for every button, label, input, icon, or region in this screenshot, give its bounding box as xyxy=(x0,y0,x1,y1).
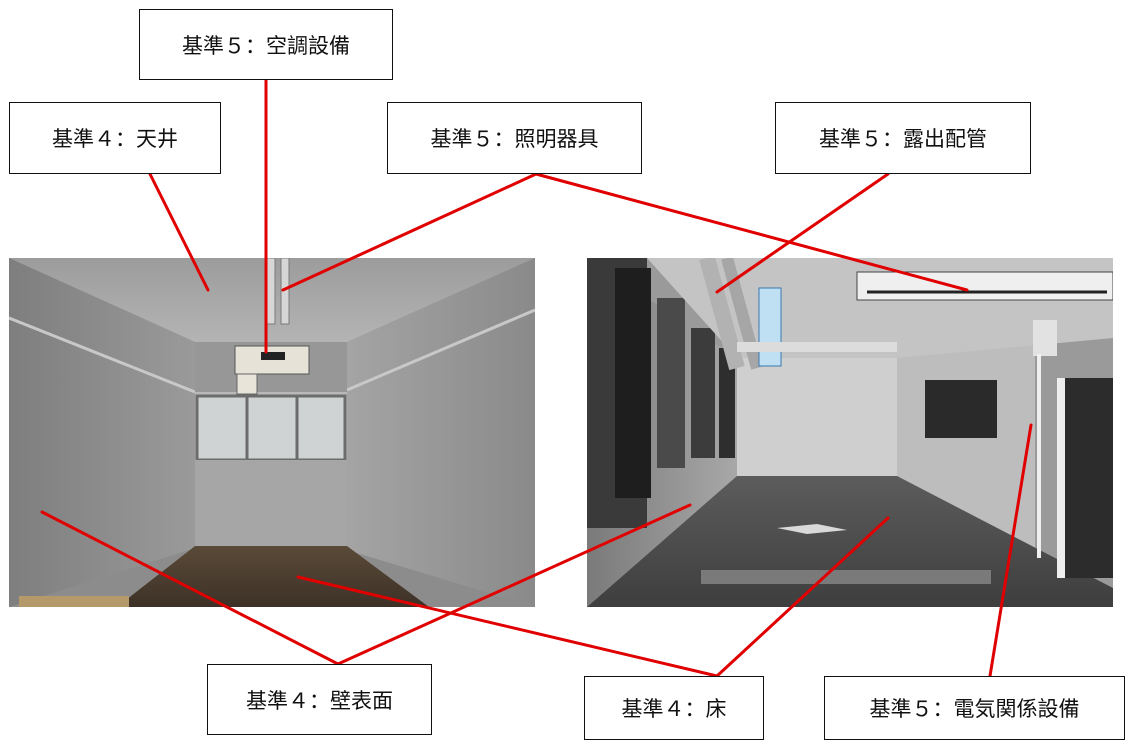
leader-lighting-right xyxy=(534,172,969,292)
leader-electrical xyxy=(988,423,1033,678)
leader-ceiling xyxy=(148,172,210,292)
label-ac-equipment: 基準５：空調設備 xyxy=(139,9,393,80)
leader-wall-right xyxy=(336,503,692,666)
right-room-photo xyxy=(587,258,1113,607)
leader-floor-right xyxy=(715,516,890,678)
leader-exposed-piping xyxy=(715,172,890,294)
label-floor: 基準４：床 xyxy=(584,676,764,740)
label-exposed-piping: 基準５：露出配管 xyxy=(775,102,1031,174)
label-lighting: 基準５：照明器具 xyxy=(387,102,642,174)
leader-wall-left xyxy=(40,510,340,666)
label-wall-surface: 基準４：壁表面 xyxy=(207,664,432,735)
leader-lighting-left xyxy=(281,172,538,292)
leader-floor-left xyxy=(296,575,719,678)
label-ceiling: 基準４：天井 xyxy=(9,102,221,174)
label-electrical-equipment: 基準５：電気関係設備 xyxy=(824,676,1125,740)
